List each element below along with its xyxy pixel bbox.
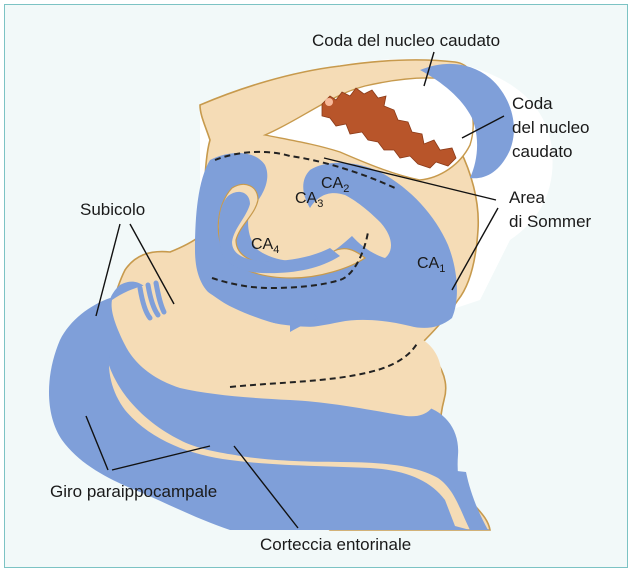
label-ca3-sub: 3 — [317, 198, 323, 210]
label-ca3-prefix: CA — [295, 190, 318, 207]
label-ca1-sub: 1 — [439, 263, 445, 275]
label-coda-right-1: Coda — [512, 94, 553, 113]
label-ca2-prefix: CA — [321, 175, 344, 192]
label-corteccia: Corteccia entorinale — [260, 535, 411, 554]
label-coda-top: Coda del nucleo caudato — [312, 31, 500, 50]
label-ca2-sub: 2 — [343, 183, 349, 195]
label-ca4-sub: 4 — [273, 244, 279, 256]
label-coda-right-3: caudato — [512, 142, 573, 161]
label-area-1: Area — [509, 188, 545, 207]
label-ca4-prefix: CA — [251, 236, 274, 253]
label-subicolo: Subicolo — [80, 200, 145, 219]
caudate-dot — [325, 98, 333, 106]
label-ca1-prefix: CA — [417, 255, 440, 272]
label-giro: Giro paraippocampale — [50, 482, 217, 501]
label-coda-right-2: del nucleo — [512, 118, 590, 137]
label-area-2: di Sommer — [509, 212, 592, 231]
